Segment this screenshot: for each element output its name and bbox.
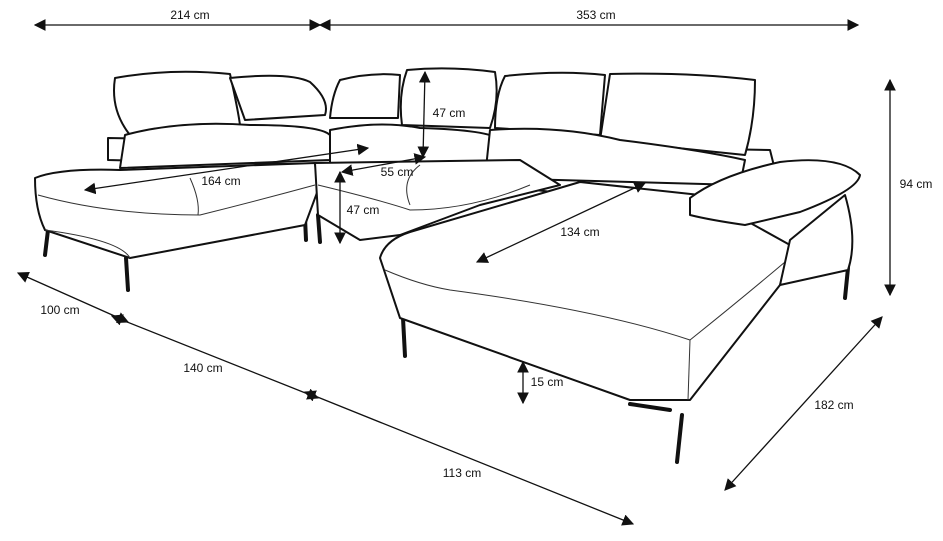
chaise-left-length-label: 164 cm <box>201 174 241 188</box>
width-right-label: 353 cm <box>576 8 616 22</box>
seat-height-label: 47 cm <box>346 203 380 217</box>
width-left-label: 214 cm <box>170 8 210 22</box>
depth-left-label: 100 cm <box>40 303 80 317</box>
seat-depth-label: 55 cm <box>380 165 414 179</box>
height-total-label: 94 cm <box>899 177 933 191</box>
chaise-right-length-label: 134 cm <box>560 225 600 239</box>
left-chaise <box>34 162 319 259</box>
leg-height-label: 15 cm <box>530 375 564 389</box>
side-113-label: 113 cm <box>442 466 482 480</box>
side-140-label: 140 cm <box>183 361 223 375</box>
headrest-height-label: 47 cm <box>432 106 466 120</box>
dimension-lines <box>16 19 896 526</box>
depth-right-label: 182 cm <box>814 398 854 412</box>
